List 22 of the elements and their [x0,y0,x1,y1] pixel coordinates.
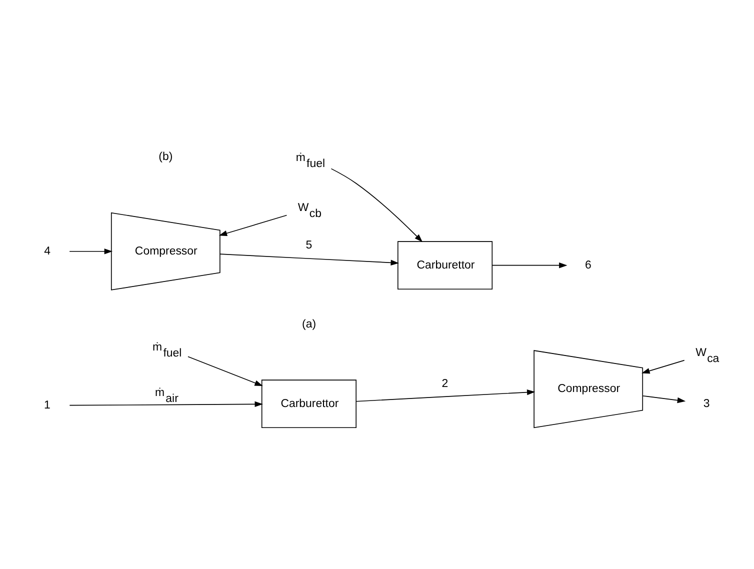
label: (b) [158,150,173,163]
node-text: 3 [703,397,710,410]
arrow [69,248,113,254]
arrow [330,168,423,242]
arrow [642,394,686,403]
arrow [642,359,685,374]
arrow [492,262,568,268]
arrow [188,356,263,386]
node-box: Compressor [110,212,220,290]
node-text: 1 [44,399,50,412]
label: (a) [302,318,316,330]
node-text: 6 [585,258,592,271]
arrow [218,214,288,236]
node-text: 4 [44,244,51,257]
node-box: Carburettor [397,240,493,290]
arrow [220,253,399,266]
node-box: Compressor [534,350,644,428]
node-box: Carburettor [261,379,357,428]
arrow [356,388,536,402]
edge-label: 5 [306,239,312,252]
edge-label: 2 [442,378,448,390]
arrow [69,400,263,407]
